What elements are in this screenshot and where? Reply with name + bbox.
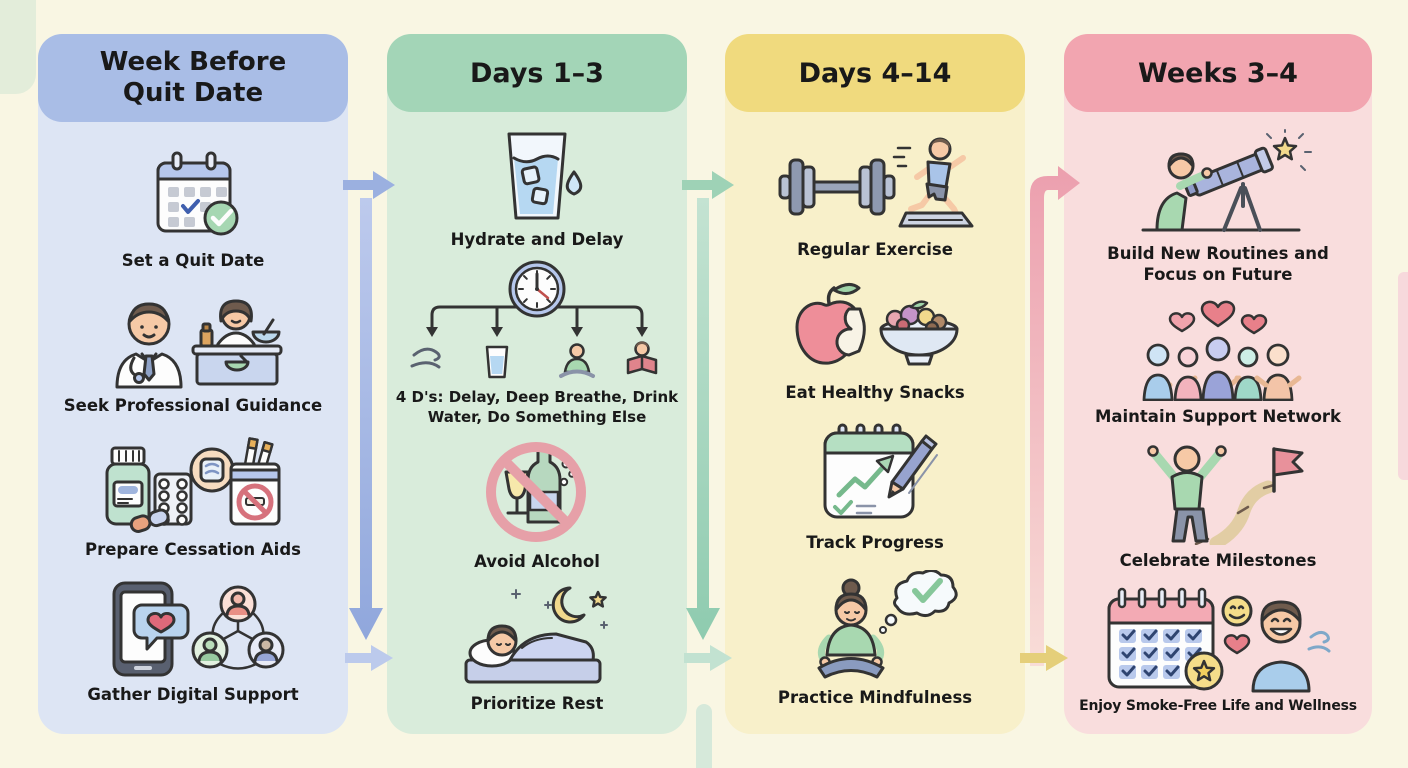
item-label: 4 D's: Delay, Deep Breathe, Drink Water,… xyxy=(395,388,679,426)
calendar-smiley-person-icon xyxy=(1107,587,1331,693)
phone-people-network-icon xyxy=(112,581,285,677)
doctor-pharmacist-icon xyxy=(115,299,283,389)
timeline-item: Maintain Support Network xyxy=(1095,293,1341,427)
item-label: Gather Digital Support xyxy=(87,685,299,705)
item-label: Prepare Cessation Aids xyxy=(85,540,301,560)
column-weeks-3-4: Weeks 3–4 xyxy=(1064,34,1372,734)
timeline-item: Build New Routines and Focus on Future xyxy=(1097,126,1339,285)
timeline-item: Avoid Alcohol xyxy=(472,436,602,572)
column-days-1-3: Days 1–3 Hydrate and Delay xyxy=(387,34,687,734)
column-body: Set a Quit Date xyxy=(38,122,348,734)
water-glass-icon xyxy=(507,132,583,220)
column-header: Week Before Quit Date xyxy=(38,34,348,122)
timeline-item: Practice Mindfulness xyxy=(777,569,973,708)
item-label: Regular Exercise xyxy=(797,240,953,260)
arrow-col1-col2-down xyxy=(349,198,383,640)
timeline-item: Hydrate and Delay xyxy=(450,128,624,250)
item-label: Enjoy Smoke-Free Life and Wellness xyxy=(1079,698,1357,715)
timeline-item: 4 D's: Delay, Deep Breathe, Drink Water,… xyxy=(392,259,682,426)
column-title: Days 1–3 xyxy=(470,57,604,89)
item-label: Maintain Support Network xyxy=(1094,407,1342,427)
dumbbell-runner-icon xyxy=(778,137,974,228)
column-title: Weeks 3–4 xyxy=(1138,57,1298,89)
telescope-star-icon xyxy=(1141,128,1312,232)
cessation-aids-icon xyxy=(105,437,281,534)
timeline-item: Prepare Cessation Aids xyxy=(85,434,301,560)
arrow-col1-col2-bottom xyxy=(345,645,393,671)
item-label: Prioritize Rest xyxy=(470,694,604,714)
timeline-item: Gather Digital Support xyxy=(87,579,299,705)
column-header: Weeks 3–4 xyxy=(1064,34,1372,112)
item-label: Track Progress xyxy=(806,533,944,553)
timeline-item: Celebrate Milestones xyxy=(1119,435,1317,571)
column-header: Days 1–3 xyxy=(387,34,687,112)
timeline-item: Track Progress xyxy=(795,419,955,553)
item-label: Avoid Alcohol xyxy=(474,552,600,572)
timeline-item: Set a Quit Date xyxy=(118,147,268,271)
notepad-chart-pen-icon xyxy=(823,423,938,519)
column-body: Regular Exercise xyxy=(725,112,1025,734)
meditation-thought-check-icon xyxy=(817,569,958,679)
column-title: Days 4–14 xyxy=(798,57,952,89)
timeline-item: Seek Professional Guidance xyxy=(64,290,322,416)
item-label: Practice Mindfulness xyxy=(777,687,973,707)
item-label: Hydrate and Delay xyxy=(450,229,624,249)
arrow-col1-col2-top xyxy=(343,171,395,199)
apple-fruit-bowl-icon xyxy=(795,282,959,366)
item-label: Eat Healthy Snacks xyxy=(785,382,965,402)
item-label: Celebrate Milestones xyxy=(1119,551,1317,571)
arrow-col2-col3-top xyxy=(682,171,734,199)
timeline-item: Enjoy Smoke-Free Life and Wellness xyxy=(1079,579,1357,716)
no-alcohol-icon xyxy=(486,442,586,543)
arrow-col3-col4-elbow xyxy=(1030,166,1080,666)
corner-decoration-top-left xyxy=(0,0,36,94)
clock-four-ds-icon xyxy=(410,260,658,379)
item-label: Build New Routines and Focus on Future xyxy=(1107,243,1329,285)
bottom-green-strip xyxy=(696,704,712,768)
column-week-before: Week Before Quit Date xyxy=(38,34,348,734)
sleeping-person-icon xyxy=(464,586,608,684)
column-title: Week Before Quit Date xyxy=(99,47,287,108)
arrow-col3-col4-bottom xyxy=(1020,645,1068,671)
arrow-col2-col3-bottom xyxy=(684,645,732,671)
timeline-item: Eat Healthy Snacks xyxy=(785,277,965,403)
cheering-flag-path-icon xyxy=(1147,445,1304,546)
right-pink-strip xyxy=(1398,272,1408,480)
column-body: Build New Routines and Focus on Future xyxy=(1064,112,1372,734)
column-header: Days 4–14 xyxy=(725,34,1025,112)
item-label: Set a Quit Date xyxy=(121,250,265,270)
timeline-item: Prioritize Rest xyxy=(452,582,622,714)
column-body: Hydrate and Delay xyxy=(387,112,687,734)
group-hearts-icon xyxy=(1142,300,1302,402)
column-days-4-14: Days 4–14 xyxy=(725,34,1025,734)
item-label: Seek Professional Guidance xyxy=(63,395,323,415)
calendar-check-icon xyxy=(156,151,239,236)
timeline-item: Regular Exercise xyxy=(770,134,980,260)
arrow-col2-col3-down xyxy=(686,198,720,640)
